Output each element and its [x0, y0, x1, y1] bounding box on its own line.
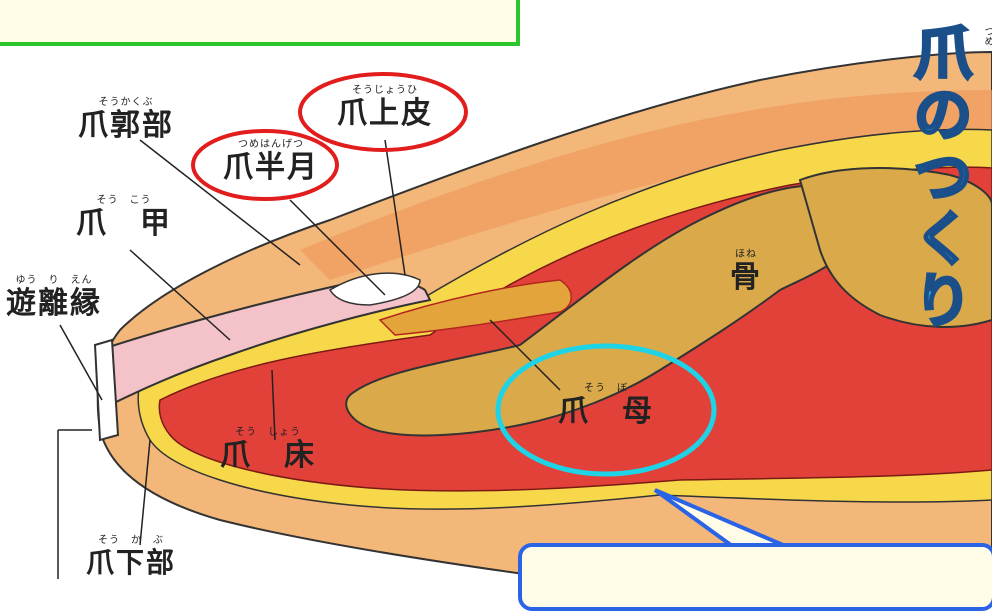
- label-soukou-text: 爪 甲: [76, 206, 172, 241]
- title-char-1: 爪: [912, 19, 973, 87]
- label-soushou-text: 爪 床: [220, 438, 316, 473]
- label-yuurien-ruby: ゆう り えん: [15, 275, 93, 286]
- label-hone-text: 骨: [730, 260, 762, 295]
- highlight-ellipse-soubo: [495, 343, 717, 477]
- highlight-ellipse-soujouhi: [298, 72, 468, 152]
- title-char-5: り: [912, 267, 973, 335]
- label-soujouhi-ruby: そうじょうひ: [352, 85, 418, 96]
- label-soukabu: そう か ぶ 爪下部: [86, 536, 176, 577]
- nail-matrix-stripes: [378, 279, 572, 336]
- title-char-3: つ: [912, 143, 973, 211]
- label-soukabu-text: 爪下部: [86, 546, 177, 579]
- info-box-top: [0, 0, 520, 46]
- leader-lines: [57, 139, 561, 579]
- label-soushou-ruby: そう しょう: [235, 427, 301, 438]
- label-soukou: そう こう 爪 甲: [76, 196, 172, 239]
- label-soubo-ruby: そう ぼ: [584, 383, 628, 394]
- label-tsumehangetsu-ruby: つめはんげつ: [238, 139, 304, 150]
- diagram-title: 爪 の つ く り: [903, 19, 983, 335]
- free-edge: [93, 338, 120, 442]
- title-char-4: く: [912, 205, 973, 273]
- nail-plate: [98, 279, 432, 407]
- label-soukou-ruby: そう こう: [96, 195, 152, 206]
- label-soukakubu-text: 爪郭部: [78, 108, 174, 143]
- skin-fold: [300, 90, 992, 280]
- info-box-bottom: [518, 543, 992, 611]
- nail-lunula: [328, 272, 421, 306]
- label-tsumehangetsu-text: 爪半月: [223, 150, 319, 185]
- label-soukakubu-ruby: そうかくぶ: [98, 97, 154, 108]
- label-hone-ruby: ほね: [735, 249, 757, 260]
- label-yuurien-text: 遊離縁: [6, 286, 102, 321]
- label-soubo-text: 爪 母: [558, 394, 654, 429]
- highlight-ellipse-tsumehangetsu: [191, 129, 339, 201]
- label-soushou: そう しょう 爪 床: [220, 428, 316, 471]
- bone-joint: [798, 167, 992, 328]
- label-soubo: そう ぼ 爪 母: [558, 384, 654, 427]
- nail-anatomy-illustration: [57, 50, 992, 579]
- title-char-2: の: [912, 81, 973, 149]
- label-soujouhi-text: 爪上皮: [337, 96, 433, 131]
- label-soukakubu: そうかくぶ 爪郭部: [78, 98, 174, 141]
- label-hone: ほね 骨: [730, 250, 762, 293]
- label-soujouhi: そうじょうひ 爪上皮: [337, 86, 433, 129]
- label-tsumehangetsu: つめはんげつ 爪半月: [223, 140, 319, 183]
- title-ruby: つめ: [982, 26, 992, 46]
- label-soukabu-ruby: そう か ぶ: [98, 535, 164, 546]
- label-yuurien: ゆう り えん 遊離縁: [6, 276, 102, 319]
